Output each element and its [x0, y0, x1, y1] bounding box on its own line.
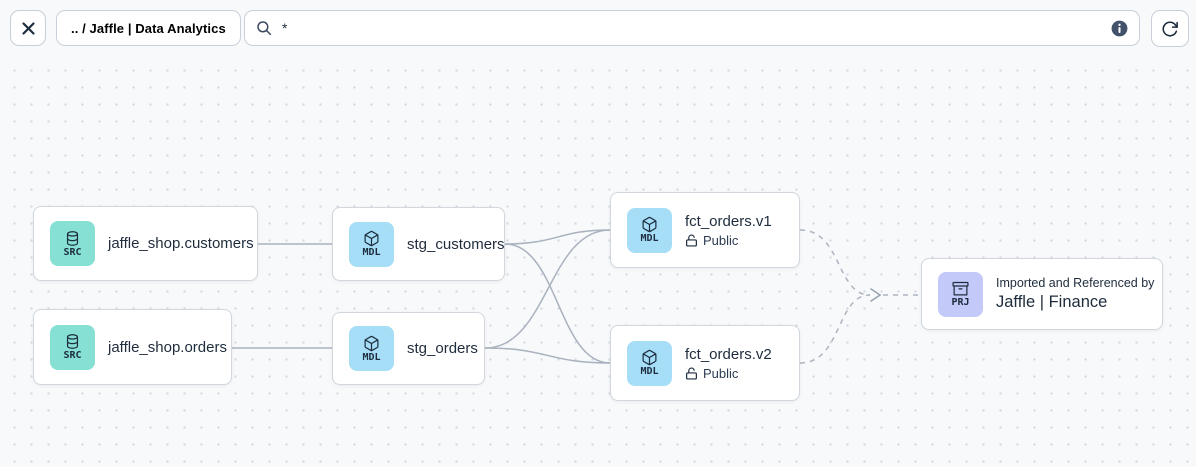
edge-stg-orders-to-fct-v2	[484, 347, 611, 364]
refresh-icon	[1162, 21, 1178, 37]
node-title: stg_orders	[407, 340, 478, 357]
edge-arrowhead-icon	[870, 288, 882, 302]
info-icon[interactable]	[1110, 19, 1129, 38]
source-badge: SRC	[50, 324, 95, 370]
node-type-tag: MDL	[640, 233, 659, 244]
cube-icon	[364, 335, 379, 351]
access-label: Public	[703, 232, 739, 248]
breadcrumb-label: .. / Jaffle | Data Analytics	[71, 20, 226, 36]
node-type-tag: SRC	[63, 246, 82, 258]
node-fct-orders-v1[interactable]: MDL fct_orders.v1 Public	[610, 192, 800, 268]
node-title: jaffle_shop.orders	[108, 338, 227, 356]
node-type-tag: MDL	[640, 366, 659, 377]
node-type-tag: MDL	[362, 351, 381, 363]
model-badge: MDL	[627, 340, 672, 386]
cube-icon	[642, 216, 657, 233]
search-icon	[257, 21, 272, 36]
node-project-jaffle-finance[interactable]: PRJ Imported and Referenced by Jaffle | …	[921, 258, 1163, 330]
edge-fct-v1-to-project	[799, 229, 871, 296]
node-title: stg_customers	[407, 235, 505, 253]
refresh-button[interactable]	[1151, 10, 1189, 47]
unlock-icon	[686, 367, 697, 380]
model-badge: MDL	[349, 326, 394, 371]
archive-icon	[952, 281, 969, 296]
database-icon	[66, 334, 79, 349]
node-title: jaffle_shop.customers	[108, 235, 254, 252]
node-src-jaffle-shop-customers[interactable]: SRC jaffle_shop.customers	[33, 206, 258, 281]
x-icon	[21, 21, 35, 35]
node-subtitle: Imported and Referenced by	[996, 276, 1155, 290]
unlock-icon	[686, 234, 697, 247]
access-label: Public	[703, 365, 739, 381]
source-badge: SRC	[50, 221, 95, 266]
node-type-tag: PRJ	[951, 297, 970, 308]
node-stg-customers[interactable]: MDL stg_customers	[332, 207, 505, 281]
database-icon	[66, 230, 79, 246]
model-badge: MDL	[349, 221, 394, 267]
project-badge: PRJ	[938, 271, 983, 317]
node-type-tag: MDL	[362, 247, 381, 258]
edge-stg-customers-to-fct-v1	[504, 229, 611, 245]
edge-fct-v2-to-project	[799, 294, 871, 364]
edge-stg-orders-to-fct-v1	[484, 229, 611, 349]
node-src-jaffle-shop-orders[interactable]: SRC jaffle_shop.orders	[33, 309, 232, 385]
node-type-tag: SRC	[63, 350, 82, 361]
cube-icon	[642, 349, 657, 366]
cube-icon	[364, 230, 379, 247]
node-title: fct_orders.v2	[685, 345, 772, 363]
model-badge: MDL	[627, 207, 672, 253]
node-title: Jaffle | Finance	[996, 293, 1108, 311]
search-input[interactable]	[282, 20, 1110, 36]
search-bar[interactable]	[244, 10, 1140, 46]
breadcrumb[interactable]: .. / Jaffle | Data Analytics	[56, 10, 241, 46]
close-button[interactable]	[10, 10, 46, 46]
node-title: fct_orders.v1	[685, 212, 772, 230]
node-stg-orders[interactable]: MDL stg_orders	[332, 312, 485, 385]
node-fct-orders-v2[interactable]: MDL fct_orders.v2 Public	[610, 325, 800, 401]
edge-stg-customers-to-fct-v2	[504, 243, 611, 364]
